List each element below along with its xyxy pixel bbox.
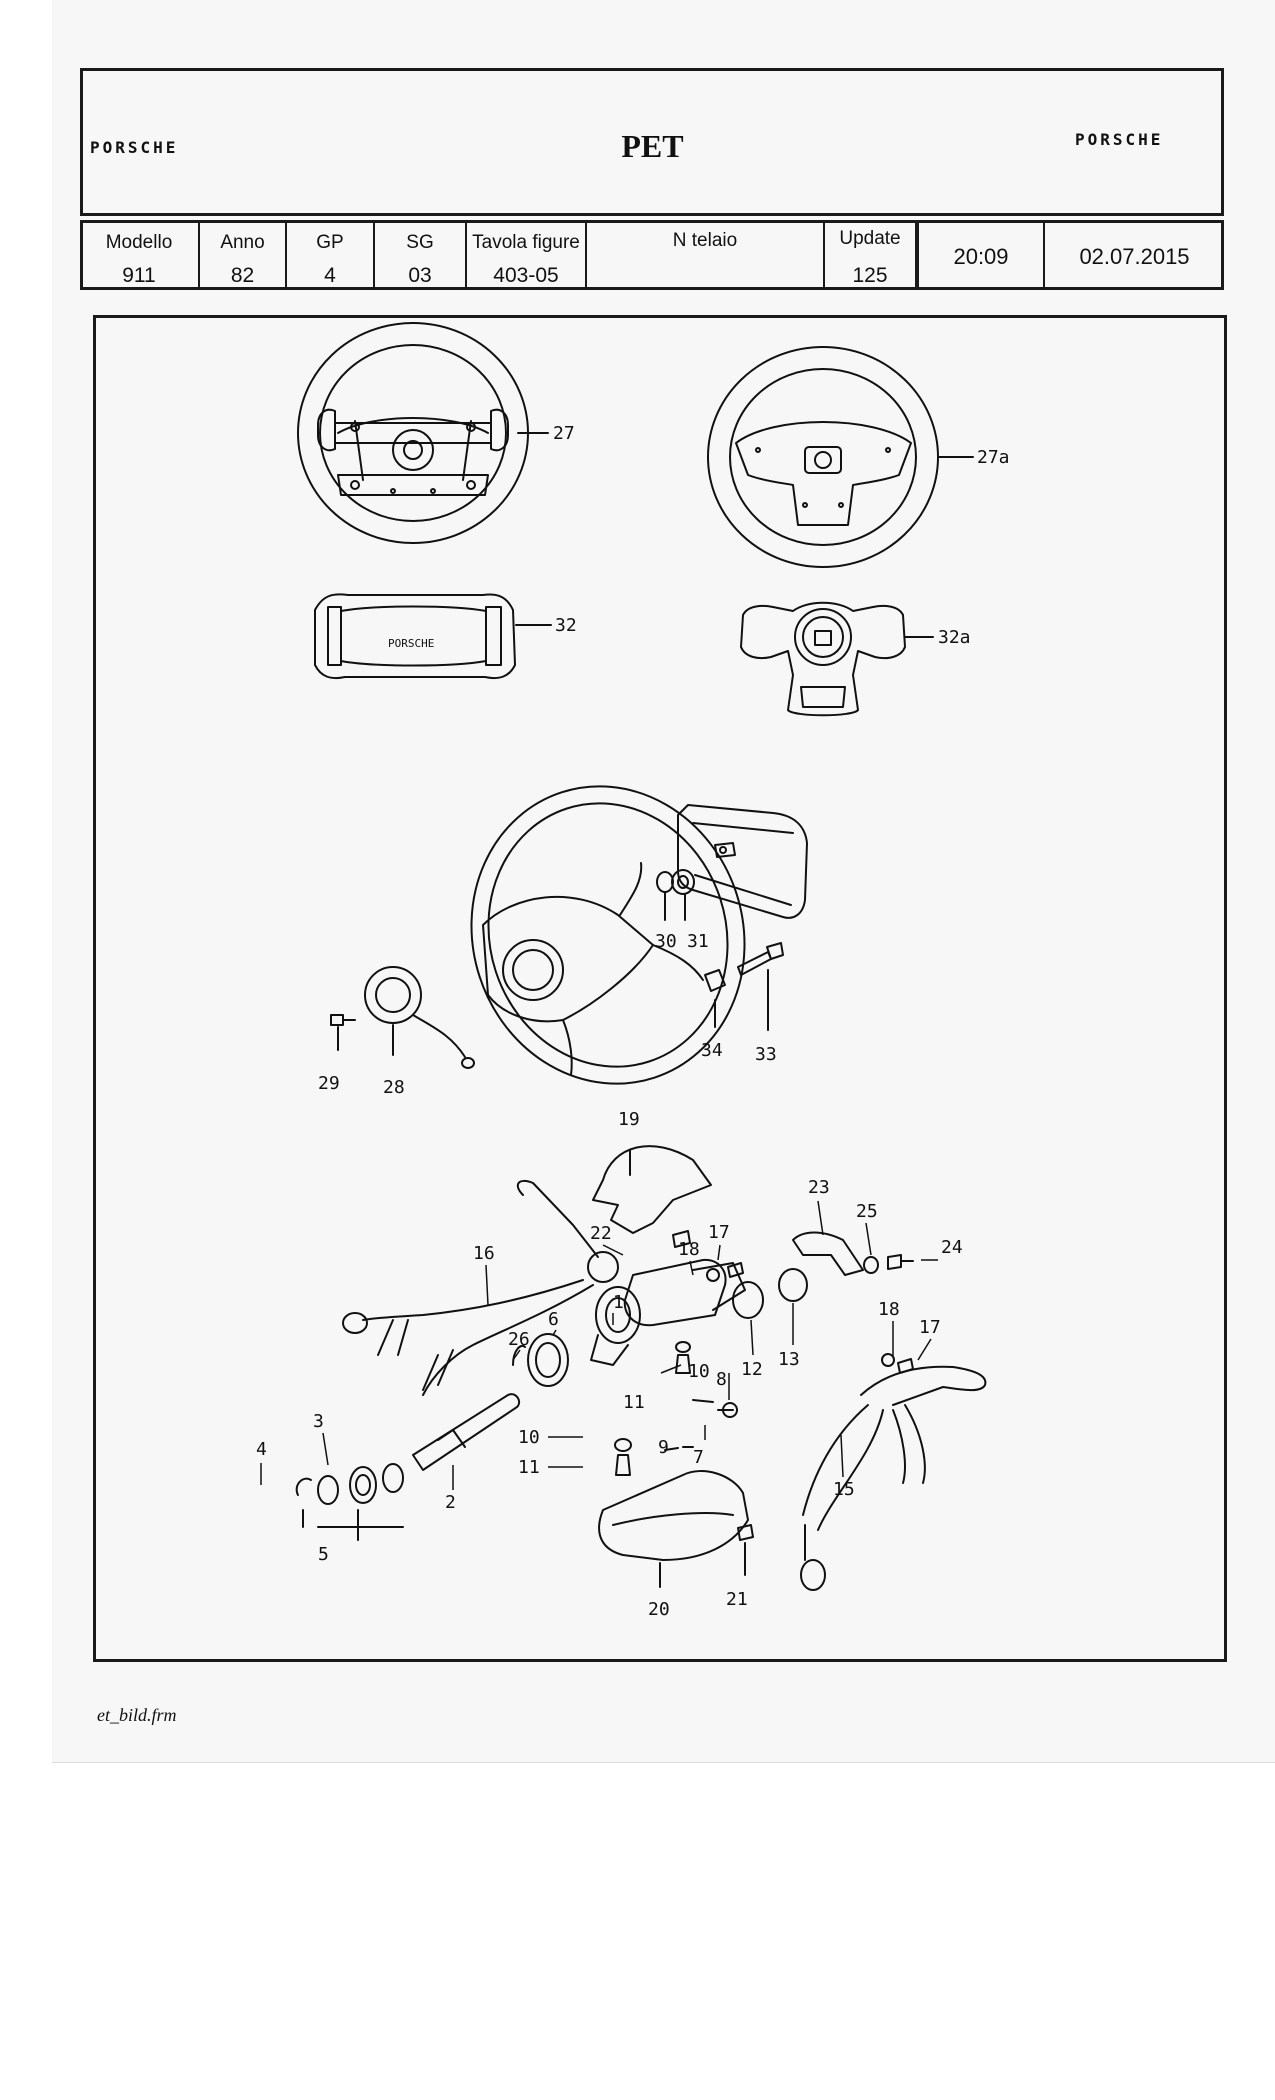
callout-7: 7 — [693, 1447, 704, 1468]
callout-11-lower: 11 — [518, 1457, 540, 1478]
porsche-logo-right: PORSCHE — [1075, 130, 1164, 149]
callout-25: 25 — [856, 1201, 878, 1222]
callout-21: 21 — [726, 1589, 748, 1610]
callout-15: 15 — [833, 1479, 855, 1500]
tavola-value: 403-05 — [493, 264, 559, 287]
porsche-logo-left: PORSCHE — [90, 138, 179, 157]
gp-cell: GP 4 — [287, 220, 375, 290]
screw-29 — [330, 1014, 356, 1051]
callout-17-lower: 17 — [919, 1317, 941, 1338]
page-title: PET — [621, 128, 684, 164]
time-cell: 20:09 — [917, 220, 1045, 290]
callout-27: 27 — [553, 423, 575, 444]
telaio-label: N telaio — [672, 230, 738, 251]
anno-value: 82 — [230, 264, 255, 287]
steering-column-assembly — [295, 1145, 987, 1591]
update-cell: Update 125 — [825, 220, 917, 290]
callout-9: 9 — [658, 1437, 669, 1458]
callout-10-upper: 10 — [688, 1361, 710, 1382]
telaio-cell: N telaio — [587, 220, 825, 290]
time-value: 20:09 — [953, 244, 1009, 269]
callout-22: 22 — [590, 1223, 612, 1244]
scanned-sheet — [52, 0, 1275, 1763]
callout-19: 19 — [618, 1109, 640, 1130]
update-label: Update — [839, 228, 901, 249]
callout-3: 3 — [313, 1411, 324, 1432]
callout-24: 24 — [941, 1237, 963, 1258]
callout-labels: 27 27a 32 32a 30 31 34 33 29 28 19 23 25… — [256, 423, 1010, 1620]
info-row — [80, 220, 1224, 290]
callout-18-upper: 18 — [678, 1239, 700, 1260]
update-value: 125 — [852, 264, 888, 287]
callout-28: 28 — [383, 1077, 405, 1098]
callout-30: 30 — [655, 931, 677, 952]
callout-29: 29 — [318, 1073, 340, 1094]
horn-pad-32 — [314, 593, 552, 680]
horn-pad-32a — [740, 601, 934, 717]
sg-cell: SG 03 — [375, 220, 467, 290]
callout-6: 6 — [548, 1309, 559, 1330]
callout-34: 34 — [701, 1040, 723, 1061]
callout-2: 2 — [445, 1492, 456, 1513]
callout-12: 12 — [741, 1359, 763, 1380]
tavola-cell: Tavola figure 403-05 — [467, 220, 587, 290]
callout-8: 8 — [716, 1369, 727, 1390]
date-value: 02.07.2015 — [1079, 244, 1190, 269]
bolt-33-cap-34 — [704, 942, 784, 1031]
callout-33: 33 — [755, 1044, 777, 1065]
drawing-frame — [93, 315, 1227, 1662]
contact-ring-28 — [364, 966, 475, 1069]
sg-label: SG — [406, 232, 434, 253]
modello-label: Modello — [105, 232, 173, 253]
gp-label: GP — [316, 232, 344, 253]
callout-23: 23 — [808, 1177, 830, 1198]
callout-16: 16 — [473, 1243, 495, 1264]
callout-1: 1 — [613, 1292, 624, 1313]
callout-4: 4 — [256, 1439, 267, 1460]
nut-30-31 — [656, 869, 695, 921]
horn-pad-logo: PORSCHE — [388, 637, 434, 650]
callout-32a: 32a — [938, 627, 971, 648]
tavola-label: Tavola figure — [472, 232, 580, 253]
callout-17-upper: 17 — [708, 1222, 730, 1243]
header-box — [80, 68, 1224, 216]
leader-lines — [260, 1200, 938, 1490]
steering-wheel-27a — [707, 346, 974, 568]
callout-32: 32 — [555, 615, 577, 636]
steering-wheel-assembly — [470, 785, 746, 1085]
gp-value: 4 — [324, 264, 336, 287]
callout-26: 26 — [508, 1329, 530, 1350]
modello-value: 911 — [122, 264, 156, 287]
callout-10-lower: 10 — [518, 1427, 540, 1448]
date-cell: 02.07.2015 — [1045, 220, 1224, 290]
footer-filename: et_bild.frm — [97, 1705, 177, 1725]
mounting-plate — [677, 804, 808, 919]
modello-cell: Modello 911 — [80, 220, 200, 290]
callout-20: 20 — [648, 1599, 670, 1620]
callout-31: 31 — [687, 931, 709, 952]
anno-cell: Anno 82 — [200, 220, 287, 290]
callout-18-lower: 18 — [878, 1299, 900, 1320]
anno-label: Anno — [220, 232, 265, 253]
steering-wheel-27 — [297, 322, 549, 544]
callout-27a: 27a — [977, 447, 1010, 468]
callout-11-upper: 11 — [623, 1392, 645, 1413]
exploded-parts-diagram: 27 27a 32 32a 30 31 34 33 29 28 19 23 25… — [256, 322, 1010, 1620]
callout-13: 13 — [778, 1349, 800, 1370]
sg-value: 03 — [408, 264, 432, 287]
callout-5: 5 — [318, 1544, 329, 1565]
